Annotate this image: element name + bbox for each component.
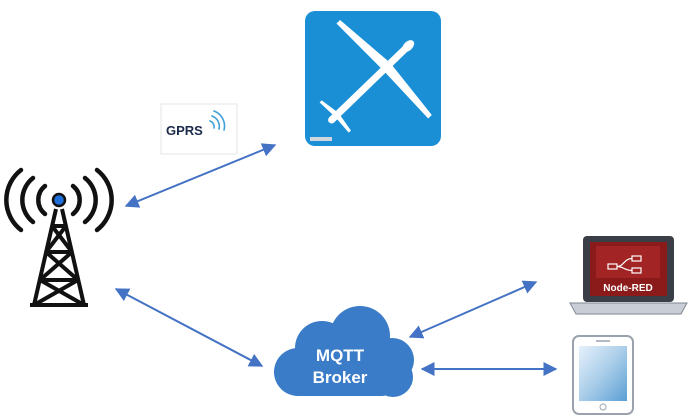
gprs-signal-icon	[209, 110, 226, 131]
glider-aircraft-icon	[319, 20, 432, 133]
arrow-broker-laptop	[408, 280, 538, 339]
broker-line-2: Broker	[313, 368, 368, 387]
gprs-label: GPRS	[166, 123, 203, 138]
aircraft-tile	[305, 11, 441, 146]
arrow-tower-broker	[114, 288, 264, 367]
connection-arrows	[114, 143, 558, 376]
mqtt-broker-cloud: MQTT Broker	[274, 306, 414, 397]
broker-line-1: MQTT	[316, 346, 365, 365]
gprs-badge: GPRS	[160, 103, 238, 155]
tower-signal-dot	[51, 192, 67, 208]
arrow-tower-aircraft	[124, 143, 277, 208]
laptop-icon: Node-RED	[569, 236, 688, 315]
phone-screen	[579, 346, 627, 401]
cell-tower-icon	[4, 167, 114, 307]
cloud-icon	[274, 306, 414, 397]
smartphone-icon	[572, 335, 634, 415]
nodered-flow-icon	[607, 255, 642, 274]
laptop-label: Node-RED	[603, 283, 652, 294]
